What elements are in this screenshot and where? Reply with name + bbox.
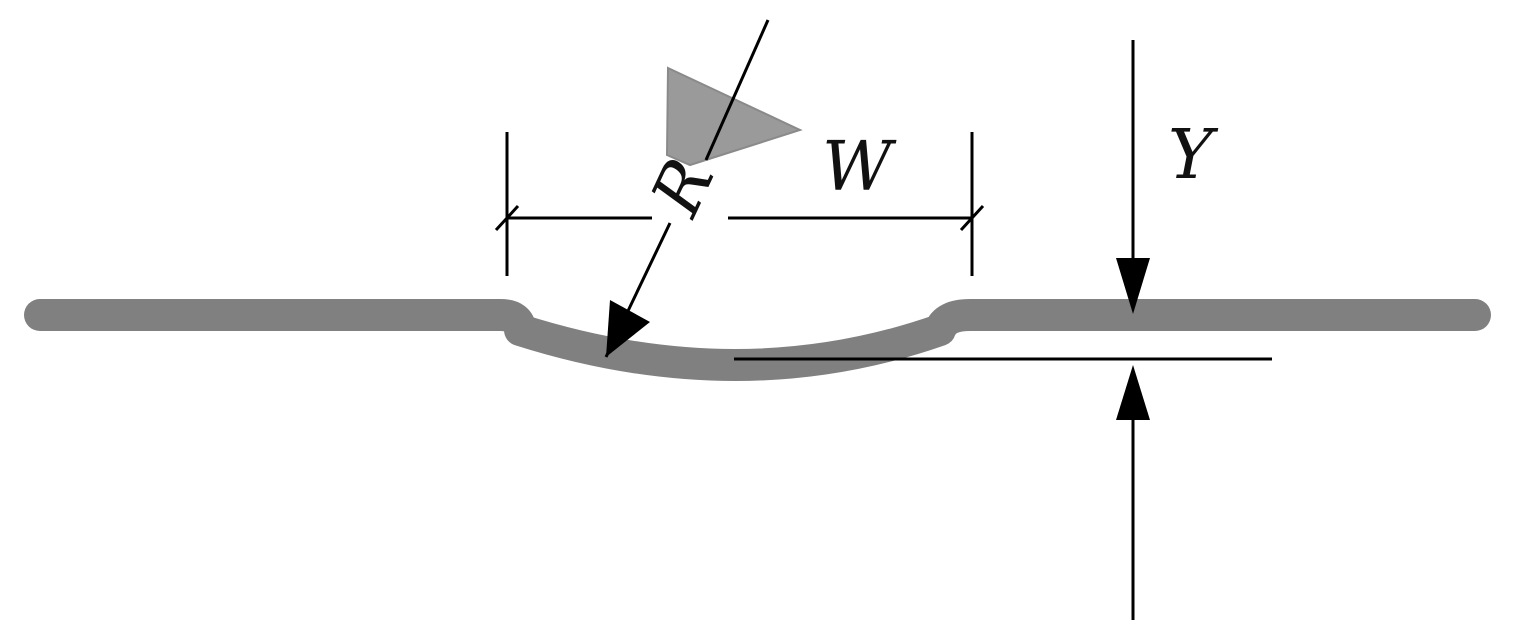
radius-leader-line xyxy=(704,19,770,161)
radius-arrowhead xyxy=(606,300,650,357)
tool-shape xyxy=(665,66,803,167)
width-tick-right xyxy=(959,204,985,232)
width-tick-left xyxy=(494,204,520,232)
width-label: W xyxy=(822,128,897,207)
depth-arrowhead-top xyxy=(1116,258,1150,314)
depth-label: Y xyxy=(1168,116,1219,195)
sheet-profile xyxy=(24,299,1491,381)
depth-arrowhead-bottom xyxy=(1116,365,1150,420)
